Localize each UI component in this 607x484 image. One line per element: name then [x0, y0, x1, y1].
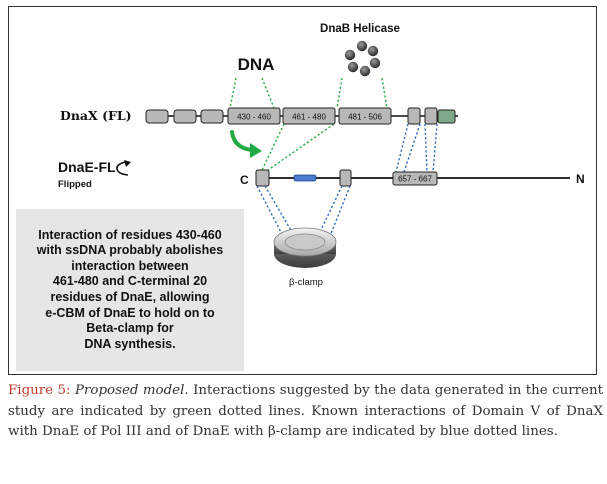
note-line: Beta-clamp for [86, 321, 174, 336]
dnae-segment: 657 - 667 [398, 175, 432, 184]
note-line: e-CBM of DnaE to hold on to [45, 305, 215, 320]
note-line: interaction between [71, 258, 189, 273]
dna-label: DNA [238, 55, 275, 74]
note-line: with ssDNA probably abolishes [36, 243, 224, 258]
note-line: Interaction of residues 430-460 [38, 227, 222, 242]
dnax-segment-2: 461 - 480 [292, 113, 326, 122]
dnae-n-terminus-label: N [576, 172, 585, 186]
dnax-segment-3: 481 - 506 [348, 113, 382, 122]
green-arrow-icon [230, 130, 254, 152]
green-interaction-lines [229, 77, 388, 171]
note-line: 461-480 and C-terminal 20 [52, 274, 208, 289]
dnax-domains [145, 107, 456, 125]
dnae-domain-657-667 [392, 171, 438, 186]
dnax-domain-481-506 [338, 107, 392, 125]
helicase-label: DnaB Helicase [320, 23, 400, 35]
note-line: residues of DnaE, allowing [50, 290, 210, 304]
dnae-label: DnaE-FL [58, 159, 116, 175]
flip-arrow-head-icon [124, 160, 131, 167]
dnax-segment-1: 430 - 460 [237, 113, 271, 122]
beta-clamp-label: β-clamp [289, 277, 323, 288]
caption-label: Figure 5: [8, 383, 71, 398]
interaction-note: Interaction of residues 430-460 with ssD… [16, 209, 244, 371]
dnax-domain-430-460 [227, 107, 281, 125]
dnax-end-domain [437, 109, 456, 124]
blue-interaction-lines-clamp [256, 185, 351, 237]
dnax-label: DnaX (FL) [60, 108, 132, 123]
flip-arrow-icon [116, 161, 129, 176]
dnae-domains [255, 169, 438, 187]
caption-text: . Interactions suggested by the data gen… [8, 383, 603, 439]
dnae-blue-domain [293, 174, 317, 182]
dnae-c-terminus-label: C [240, 173, 249, 187]
note-line: DNA synthesis. [84, 336, 176, 351]
beta-clamp-icon [273, 227, 337, 268]
green-arrow-head-icon [250, 143, 262, 158]
helicase-icon [344, 40, 381, 77]
dnax-domain-461-480 [282, 107, 336, 125]
caption-title: Proposed model [74, 383, 185, 398]
flipped-label: Flipped [58, 179, 92, 190]
model-diagram: DnaB Helicase DNA DnaX (FL) 430 - 460 46… [58, 23, 585, 288]
blue-interaction-lines-dnax [395, 123, 438, 173]
figure-caption: Figure 5: Proposed model. Interactions s… [8, 381, 603, 443]
dnae-cbm-domain [255, 169, 270, 187]
